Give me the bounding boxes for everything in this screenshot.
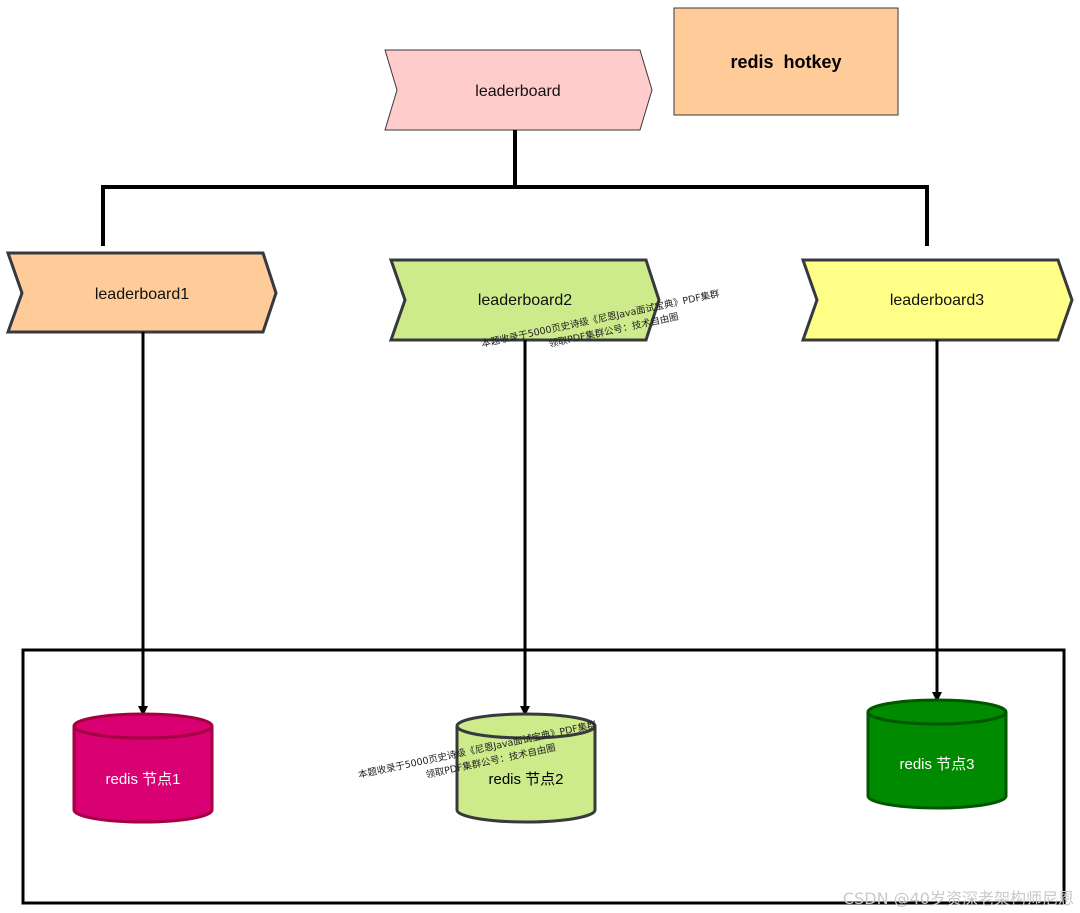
redis-node-1-label: redis 节点1 [105,771,180,788]
cluster-container [21,648,1066,905]
board-step-1-label: leaderboard1 [95,286,189,303]
root-step-polygon [384,49,653,131]
board-step-2-polygon [388,258,661,342]
redis-node-2-label: redis 节点2 [488,771,563,788]
redis-node-3: redis 节点3 [866,698,1008,810]
board-step-1: leaderboard1 [5,251,278,334]
redis-node-2-body [455,726,597,824]
arrows [138,332,942,716]
board-step-2-label: leaderboard2 [478,292,572,309]
title-box-rect [673,7,899,116]
board-step-3-label: leaderboard3 [890,292,984,309]
root-connector [101,130,929,246]
redis-node-2-top [455,712,597,740]
board-step-3: leaderboard3 [800,258,1074,342]
redis-node-3-label: redis 节点3 [899,756,974,773]
redis-node-1: redis 节点1 [72,712,214,824]
csdn-watermark: CSDN @40岁资深老架构师尼恩 [842,889,1074,908]
redis-node-1-body [72,726,214,824]
board-step-3-polygon [800,258,1074,342]
redis-node-3-top [866,698,1008,726]
redis-node-1-top [72,712,214,740]
board-step-2: leaderboard2 [388,258,661,342]
root-step-shape: leaderboard [384,49,653,131]
title-box: redis hotkey [673,7,899,116]
redis-node-3-body [866,712,1008,810]
redis-node-2: redis 节点2 [455,712,597,824]
title-box-label: redis hotkey [730,52,841,72]
root-step-label: leaderboard [475,83,560,100]
board-step-1-polygon [5,251,278,334]
